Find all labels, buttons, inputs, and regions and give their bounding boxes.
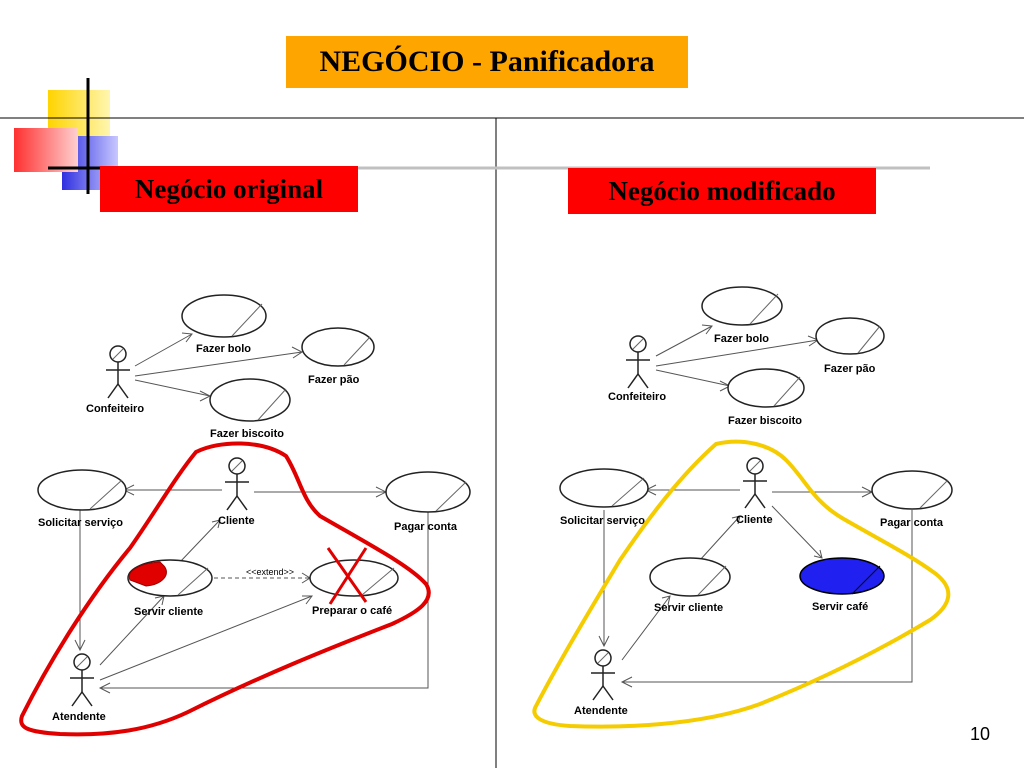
- label-solicitar-servico: Solicitar serviço: [560, 515, 645, 527]
- link-confeiteiro-pao: [655, 339, 819, 367]
- label-atendente: Atendente: [574, 705, 628, 717]
- label-atendente: Atendente: [52, 711, 106, 723]
- label-cliente: Cliente: [218, 515, 255, 527]
- label-cliente: Cliente: [736, 514, 773, 526]
- usecase-solicitar-servico: [559, 468, 649, 508]
- link-atendente-preparar: [99, 595, 313, 681]
- arrowhead: [620, 676, 633, 688]
- link-cliente-servir-cafe: [771, 505, 823, 559]
- usecase-mark: [611, 477, 645, 507]
- link-atendente-servir: [621, 595, 671, 661]
- usecase-fazer-pao: [815, 317, 885, 355]
- arrowhead: [302, 595, 313, 605]
- arrowhead: [181, 332, 193, 343]
- label-fazer-pao: Fazer pão: [824, 363, 876, 375]
- usecase-mark: [89, 479, 123, 510]
- usecase-mark: [919, 479, 949, 509]
- label-pagar-conta: Pagar conta: [880, 517, 944, 529]
- usecase-preparar-cafe: [309, 559, 399, 597]
- arrowhead: [598, 635, 610, 648]
- arrowhead: [98, 682, 111, 694]
- left-panel-label: Negócio original: [100, 166, 358, 212]
- arrowhead: [701, 324, 713, 335]
- actor-atendente: [70, 653, 94, 707]
- right-highlight-outline: [532, 439, 951, 729]
- actor-atendente: [591, 649, 615, 701]
- usecase-pagar-conta: [871, 470, 953, 510]
- arrowhead: [661, 595, 671, 606]
- label-confeiteiro: Confeiteiro: [608, 391, 666, 403]
- cross-out-x: [328, 547, 368, 605]
- actor-confeiteiro: [626, 335, 650, 389]
- arrowhead: [291, 346, 303, 359]
- usecase-mark: [177, 567, 209, 596]
- label-fazer-pao: Fazer pão: [308, 374, 360, 386]
- usecase-mark: [851, 565, 881, 595]
- usecase-mark: [857, 325, 881, 354]
- label-pagar-conta: Pagar conta: [394, 521, 458, 533]
- arrowhead: [731, 515, 741, 525]
- label-fazer-biscoito: Fazer biscoito: [210, 428, 284, 440]
- usecase-fazer-bolo: [701, 286, 783, 326]
- usecase-mark: [697, 565, 727, 596]
- usecase-mark: [231, 303, 263, 337]
- label-extend: <<extend>>: [246, 567, 294, 577]
- usecase-pagar-conta: [385, 471, 471, 513]
- link-confeiteiro-bolo: [134, 333, 193, 367]
- usecase-servir-cliente: [649, 557, 731, 597]
- label-fazer-biscoito: Fazer biscoito: [728, 415, 802, 427]
- label-confeiteiro: Confeiteiro: [86, 403, 144, 415]
- usecase-mark: [773, 376, 801, 407]
- link-servir-cliente: [699, 515, 741, 561]
- red-square: [14, 128, 78, 172]
- link-servir-cliente: [179, 519, 221, 563]
- usecase-mark: [361, 567, 395, 596]
- label-servir-cliente: Servir cliente: [654, 602, 723, 614]
- link-confeiteiro-pao: [134, 351, 303, 377]
- usecase-mark: [435, 481, 467, 512]
- page-title: NEGÓCIO - Panificadora: [286, 36, 688, 88]
- label-fazer-bolo: Fazer bolo: [714, 333, 769, 345]
- usecase-fazer-pao: [301, 327, 375, 367]
- servir-cliente-red-fill: [128, 561, 167, 587]
- label-preparar-cafe: Preparar o café: [312, 605, 392, 617]
- actor-confeiteiro: [106, 345, 130, 399]
- link-confeiteiro-biscoito: [134, 379, 211, 397]
- label-fazer-bolo: Fazer bolo: [196, 343, 251, 355]
- page-number: 10: [969, 724, 990, 744]
- label-solicitar-servico: Solicitar serviço: [38, 517, 123, 529]
- usecase-fazer-biscoito: [209, 378, 291, 422]
- arrowhead: [74, 639, 86, 652]
- usecase-fazer-biscoito: [727, 368, 805, 408]
- usecase-mark: [749, 293, 779, 325]
- link-atendente-servir: [99, 595, 165, 666]
- link-confeiteiro-biscoito: [655, 369, 731, 387]
- usecase-servir-cafe: [799, 557, 885, 595]
- link-pagar-atendente: [100, 508, 429, 689]
- usecase-fazer-bolo: [181, 294, 267, 338]
- actor-cliente: [743, 457, 767, 509]
- usecase-mark: [343, 336, 371, 366]
- arrowhead: [211, 519, 221, 529]
- link-confeiteiro-bolo: [655, 325, 713, 357]
- left-highlight-outline: [19, 441, 431, 737]
- usecase-solicitar-servico: [37, 469, 127, 511]
- link-pagar-atendente: [622, 510, 913, 683]
- right-panel-label: Negócio modificado: [568, 168, 876, 214]
- usecase-mark: [257, 388, 287, 421]
- label-servir-cafe: Servir café: [812, 601, 868, 613]
- label-servir-cliente: Servir cliente: [134, 606, 203, 618]
- arrowhead: [813, 549, 823, 559]
- actor-cliente: [225, 457, 249, 511]
